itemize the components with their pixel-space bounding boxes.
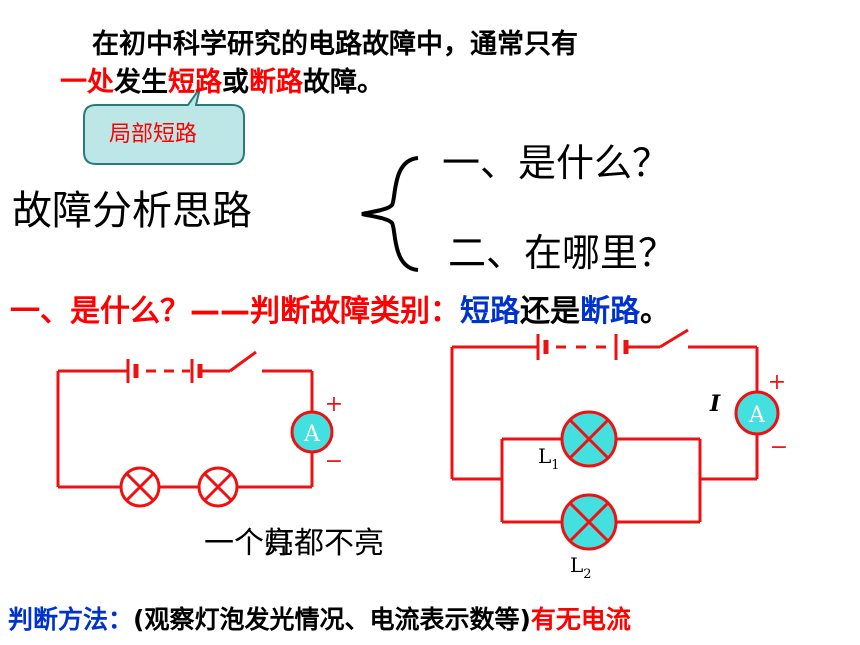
step-1-heading: 一、是什么？——判断故障类别：短路还是断路。: [10, 286, 670, 330]
circuit-2-minus-label: −: [770, 435, 788, 460]
method-title: 故障分析思路: [12, 188, 252, 234]
text-run: 还是: [520, 294, 580, 329]
text-run: 判断方法：: [8, 605, 134, 634]
circuit-1-plus-label: +: [325, 392, 343, 417]
circuit-1-ammeter: [290, 410, 334, 454]
circuit-1-switch: [229, 350, 257, 373]
circuit-2-battery: [536, 334, 629, 360]
lamp-caption-b-main: 灯都不亮: [264, 526, 384, 561]
lamp-1-label: L1: [538, 444, 560, 473]
circuit-2-plus-label: +: [768, 370, 786, 395]
lamp-caption-b: 一个灯都不亮: [204, 518, 384, 562]
text-run: 有无电流: [530, 605, 631, 634]
callout-bubble: [83, 87, 245, 165]
circuit-2-lamp-1: [560, 410, 618, 468]
method-point-2: 二、在哪里？: [448, 231, 677, 275]
text-run: 断路: [580, 294, 640, 329]
circuit-2-current-label: I: [709, 391, 721, 417]
judge-method: 判断方法：(观察灯泡发光情况、电流表示数等)有无电流: [8, 600, 631, 636]
method-point-1: 一、是什么？: [442, 141, 671, 185]
lamp-caption-a: 一个亮: [204, 526, 294, 561]
text-run: 断路: [249, 67, 303, 98]
intro-line-1: 在初中科学研究的电路故障中，通常只有: [92, 29, 578, 60]
lamp-caption: 一个亮 一个灯都不亮: [204, 518, 484, 561]
circuit-1-lamp-1: [119, 466, 161, 508]
text-run: (观察灯泡发光情况、电流表示数等): [133, 605, 531, 634]
text-run: 故障。: [303, 67, 384, 98]
text-run: 短路: [460, 294, 520, 329]
text-run: 。: [640, 294, 670, 329]
circuit-2: [450, 345, 759, 524]
text-run: 或: [222, 67, 249, 98]
circuit-2-switch: [659, 328, 689, 349]
circuit-1: [56, 369, 314, 489]
text-run: 一、是什么？——判断故障类别：: [10, 294, 460, 329]
callout-text: 局部短路: [109, 122, 198, 147]
circuit-2-lamp-2: [560, 493, 618, 551]
circuit-1-lamp-2: [197, 466, 239, 508]
lamp-2-label: L2: [570, 553, 592, 582]
circuit-1-ammeter-label: A: [303, 422, 321, 447]
text-run: 发生: [114, 67, 168, 98]
lamp-caption-b-prefix: 一个: [204, 526, 264, 561]
text-run: 一处: [60, 67, 114, 98]
circuit-2-ammeter: [734, 390, 780, 436]
intro-line-2: 一处发生短路或断路故障。: [60, 60, 384, 99]
circuit-1-minus-label: −: [325, 449, 343, 474]
text-run: 短路: [168, 67, 222, 98]
circuit-2-ammeter-label: A: [748, 403, 766, 428]
brace: [361, 156, 419, 272]
circuit-1-battery: [126, 359, 203, 383]
